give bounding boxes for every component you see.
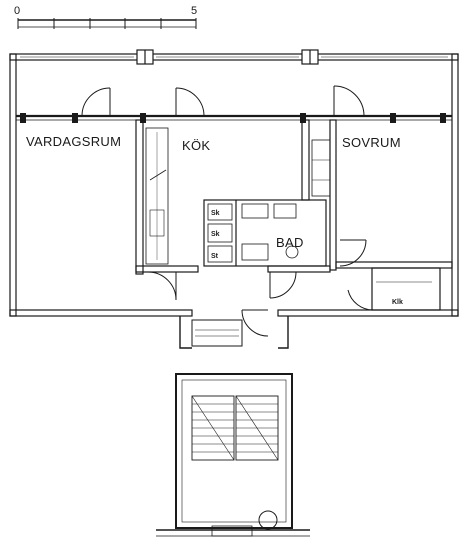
room-label-living: VARDAGSRUM [26,134,121,149]
fixture-label-low: St [211,253,219,260]
door-swings-bottom [147,239,375,337]
fixture-label-mid: Sk [211,231,220,238]
scale-bar: 0 5 [14,5,197,29]
kitchen-fixtures [207,203,299,263]
fixture-label-closet: Klk [392,299,403,306]
room-label-kitchen: KÖK [182,138,210,153]
scale-start-label: 0 [14,5,20,17]
interior-walls [135,119,453,311]
door-swings-top [81,85,365,117]
fixture-label-top: Sk [211,210,220,217]
room-label-bedroom: SOVRUM [342,135,401,150]
room-label-bath: BAD [276,235,304,250]
stairwell [156,373,310,537]
interior-beam-line [16,113,452,123]
exterior-walls [9,53,459,349]
windows-top [20,49,448,65]
scale-end-label: 5 [191,5,197,17]
